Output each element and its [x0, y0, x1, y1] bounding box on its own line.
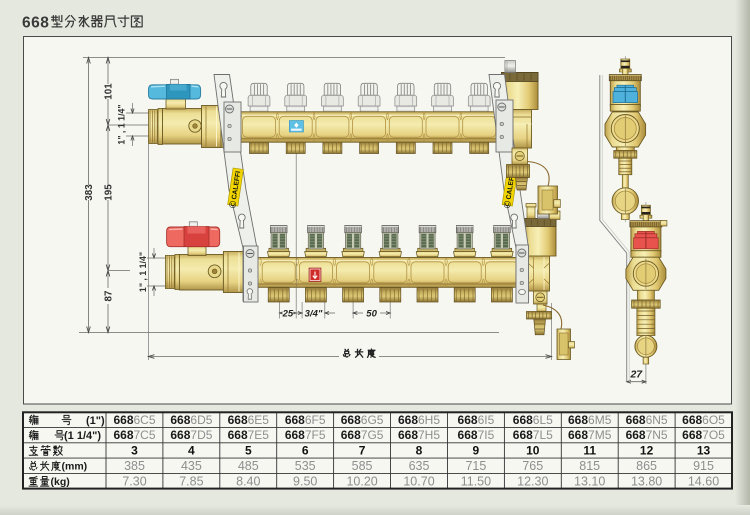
svg-text:6687F5: 6687F5	[285, 428, 326, 442]
svg-text:6686H5: 6686H5	[398, 413, 440, 427]
svg-text:383: 383	[84, 184, 95, 201]
svg-text:6687O5: 6687O5	[682, 428, 725, 442]
svg-text:635: 635	[409, 459, 430, 473]
svg-text:7.30: 7.30	[122, 475, 146, 489]
svg-text:815: 815	[579, 459, 600, 473]
svg-text:(1 1/4"): (1 1/4")	[64, 430, 101, 442]
svg-text:8: 8	[416, 444, 423, 458]
svg-text:6687G5: 6687G5	[341, 428, 384, 442]
svg-text:3: 3	[131, 444, 138, 458]
svg-text:7: 7	[359, 444, 366, 458]
svg-text:195: 195	[104, 184, 115, 201]
svg-text:6687I5: 6687I5	[458, 428, 495, 442]
svg-text:25: 25	[282, 309, 294, 320]
svg-text:6686E5: 6686E5	[228, 413, 270, 427]
svg-text:27: 27	[629, 369, 643, 381]
svg-text:12.30: 12.30	[517, 475, 548, 489]
svg-text:12: 12	[640, 444, 654, 458]
svg-text:6: 6	[302, 444, 309, 458]
svg-text:6686M5: 6686M5	[568, 413, 612, 427]
svg-text:11: 11	[583, 444, 596, 458]
svg-text:915: 915	[693, 459, 714, 473]
svg-text:13.10: 13.10	[574, 475, 605, 489]
svg-text:6686O5: 6686O5	[682, 413, 725, 427]
svg-text:668: 668	[22, 15, 49, 32]
svg-text:6687D5: 6687D5	[170, 428, 212, 442]
svg-text:715: 715	[465, 459, 486, 473]
svg-text:10: 10	[526, 444, 540, 458]
svg-text:8.40: 8.40	[236, 475, 260, 489]
svg-text:585: 585	[352, 459, 373, 473]
svg-text:385: 385	[124, 459, 145, 473]
svg-text:6686D5: 6686D5	[170, 413, 212, 427]
svg-text:13: 13	[697, 444, 711, 458]
svg-text:6686I5: 6686I5	[458, 413, 495, 427]
svg-text:6687E5: 6687E5	[228, 428, 270, 442]
svg-text:7.85: 7.85	[179, 475, 203, 489]
svg-text:11.50: 11.50	[461, 475, 491, 489]
svg-text:10.20: 10.20	[346, 475, 377, 489]
svg-text:1" , 1 1/4": 1" , 1 1/4"	[138, 252, 148, 292]
svg-text:6687L5: 6687L5	[513, 428, 553, 442]
svg-text:6686C5: 6686C5	[113, 413, 155, 427]
svg-text:9: 9	[473, 444, 480, 458]
svg-text:6687H5: 6687H5	[398, 428, 440, 442]
svg-text:6687N5: 6687N5	[626, 428, 668, 442]
svg-text:3/4": 3/4"	[305, 309, 323, 320]
svg-text:6687M5: 6687M5	[568, 428, 612, 442]
svg-text:6686G5: 6686G5	[341, 413, 384, 427]
svg-text:(1"): (1")	[86, 415, 105, 427]
svg-text:435: 435	[181, 459, 202, 473]
svg-text:5: 5	[245, 444, 252, 458]
svg-text:(mm): (mm)	[62, 461, 88, 473]
svg-text:6687C5: 6687C5	[113, 428, 155, 442]
svg-text:4: 4	[188, 444, 195, 458]
svg-text:13.80: 13.80	[631, 475, 662, 489]
svg-text:6686L5: 6686L5	[513, 413, 553, 427]
svg-text:1" , 1 1/4": 1" , 1 1/4"	[117, 104, 127, 144]
svg-text:6686N5: 6686N5	[626, 413, 668, 427]
svg-text:9.50: 9.50	[293, 475, 317, 489]
svg-text:6686F5: 6686F5	[285, 413, 326, 427]
svg-text:(kg): (kg)	[51, 476, 70, 488]
svg-text:87: 87	[104, 290, 115, 301]
svg-text:10.70: 10.70	[403, 475, 434, 489]
svg-text:765: 765	[522, 459, 543, 473]
svg-text:14.60: 14.60	[688, 475, 719, 489]
svg-text:485: 485	[238, 459, 259, 473]
svg-text:535: 535	[295, 459, 316, 473]
svg-text:101: 101	[104, 83, 115, 100]
svg-text:865: 865	[636, 459, 657, 473]
svg-text:50: 50	[366, 309, 377, 320]
